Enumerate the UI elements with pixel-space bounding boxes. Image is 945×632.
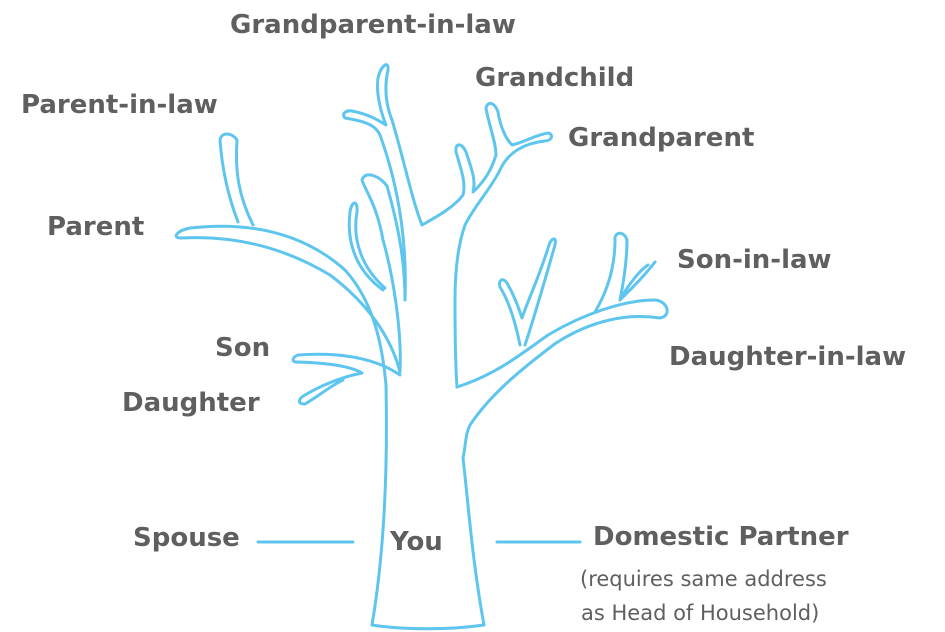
domestic-partner-note-line1: (requires same address [580, 567, 827, 591]
branch-right-inner [498, 237, 557, 347]
branch-parent-in-law [218, 132, 255, 227]
domestic-partner-note-line2: as Head of Household) [581, 601, 820, 625]
label-domestic-partner: Domestic Partner [593, 522, 849, 552]
label-you: You [390, 527, 443, 557]
label-daughter: Daughter [122, 388, 260, 418]
label-grandparent: Grandparent [568, 123, 755, 153]
label-daughter-in-law: Daughter-in-law [669, 342, 907, 372]
label-parent-in-law: Parent-in-law [21, 90, 218, 120]
label-spouse: Spouse [133, 523, 240, 553]
branch-grandchild [420, 101, 554, 389]
branch-son-in-law-tip [618, 263, 650, 302]
trunk-base [370, 623, 486, 631]
limb-right [455, 298, 669, 460]
branch-son-in-law [593, 231, 657, 314]
trunk-right-edge [461, 456, 486, 627]
branch-son-daughter [291, 352, 402, 406]
label-grandchild: Grandchild [475, 63, 635, 93]
label-parent: Parent [47, 212, 145, 242]
branch-grandparent-in-law [342, 63, 424, 302]
label-grandparent-in-law: Grandparent-in-law [230, 10, 516, 40]
limb-center-left [360, 173, 407, 374]
trunk-left-edge [174, 224, 402, 627]
branch-small-center-left [347, 201, 387, 292]
label-son-in-law: Son-in-law [677, 245, 832, 275]
label-son: Son [215, 333, 271, 363]
